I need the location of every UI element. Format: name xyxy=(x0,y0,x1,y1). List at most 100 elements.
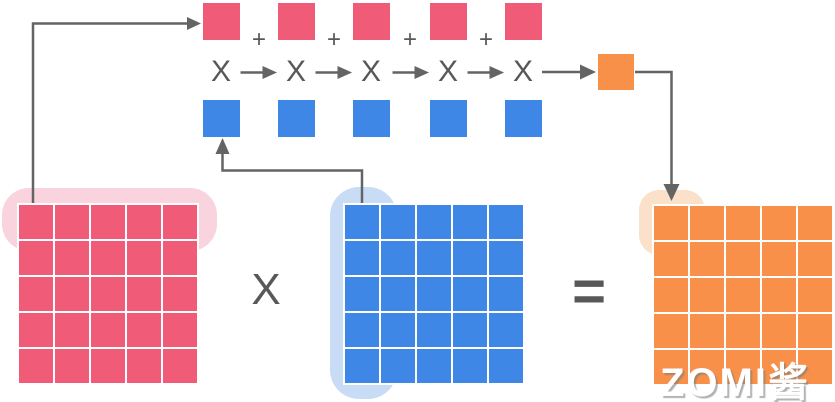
matrix-cell xyxy=(91,349,125,383)
matrix-cell xyxy=(163,277,197,311)
matrix-cell xyxy=(91,205,125,239)
left-matrix xyxy=(17,203,199,385)
matrix-cell xyxy=(762,278,796,312)
right-matrix xyxy=(343,203,525,385)
matrix-cell xyxy=(91,277,125,311)
matrix-cell xyxy=(127,205,161,239)
matrix-cell xyxy=(127,313,161,347)
step-arrowhead-icon xyxy=(414,66,429,79)
matrix-cell xyxy=(381,313,415,347)
row-element-square xyxy=(278,3,315,40)
matrix-cell xyxy=(762,350,796,384)
plus-operator: + xyxy=(402,26,418,53)
multiply-operator: X xyxy=(512,55,534,88)
matrix-cell xyxy=(91,241,125,275)
row-element-square xyxy=(430,3,467,40)
matrix-cell xyxy=(55,313,89,347)
matrix-cell xyxy=(127,241,161,275)
matrix-cell xyxy=(489,205,523,239)
result-element-square xyxy=(598,54,634,90)
result-to-matrix-arrow-line xyxy=(635,70,673,184)
matrix-cell xyxy=(345,277,379,311)
matrix-cell xyxy=(345,241,379,275)
matrix-cell xyxy=(690,314,724,348)
matrix-cell xyxy=(55,241,89,275)
column-to-term-arrowhead-icon xyxy=(215,138,230,154)
multiply-operator: X xyxy=(360,55,382,88)
multiply-operator: X xyxy=(210,55,232,88)
column-element-square xyxy=(505,100,542,137)
plus-operator: + xyxy=(478,26,494,53)
matrix-cell xyxy=(489,241,523,275)
matrix-cell xyxy=(417,241,451,275)
matrix-cell xyxy=(762,314,796,348)
matrix-cell xyxy=(345,205,379,239)
column-element-square xyxy=(353,100,390,137)
matrix-cell xyxy=(163,205,197,239)
plus-operator: + xyxy=(326,26,342,53)
matrix-cell xyxy=(345,349,379,383)
matrix-cell xyxy=(55,205,89,239)
matrix-cell xyxy=(127,277,161,311)
matrix-cell xyxy=(690,278,724,312)
matrix-cell xyxy=(91,313,125,347)
row-element-square xyxy=(505,3,542,40)
matrix-cell xyxy=(163,313,197,347)
matrix-cell xyxy=(55,277,89,311)
matrix-cell xyxy=(489,277,523,311)
matrix-cell xyxy=(690,242,724,276)
watermark-text: ZOMI酱 xyxy=(660,361,810,402)
row-to-term-arrowhead-icon xyxy=(187,17,201,30)
matrix-cell xyxy=(798,278,832,312)
matrix-cell xyxy=(798,242,832,276)
multiply-operator: X xyxy=(437,55,459,88)
matrix-multiply-operator: X xyxy=(251,265,281,314)
matrix-cell xyxy=(654,206,688,240)
column-element-square xyxy=(203,100,240,137)
matrix-cell xyxy=(762,206,796,240)
matrix-cell xyxy=(19,241,53,275)
matrix-cell xyxy=(726,350,760,384)
matrix-cell xyxy=(654,350,688,384)
matrix-cell xyxy=(381,205,415,239)
matrix-cell xyxy=(690,350,724,384)
matrix-cell xyxy=(762,242,796,276)
matrix-cell xyxy=(690,206,724,240)
matrix-cell xyxy=(417,277,451,311)
equals-operator: = xyxy=(572,259,606,324)
matrix-cell xyxy=(453,205,487,239)
matrix-cell xyxy=(453,241,487,275)
matrix-cell xyxy=(19,205,53,239)
matrix-cell xyxy=(127,349,161,383)
matrix-cell xyxy=(453,313,487,347)
matrix-cell xyxy=(489,349,523,383)
matrix-cell xyxy=(381,349,415,383)
matrix-cell xyxy=(798,350,832,384)
matrix-cell xyxy=(798,314,832,348)
result-matrix xyxy=(652,204,834,386)
row-element-square xyxy=(353,3,390,40)
matrix-cell xyxy=(798,206,832,240)
matrix-cell xyxy=(726,206,760,240)
matrix-cell xyxy=(417,349,451,383)
plus-operator: + xyxy=(251,26,267,53)
matrix-cell xyxy=(381,277,415,311)
column-element-square xyxy=(430,100,467,137)
matrix-cell xyxy=(163,241,197,275)
result-arrowhead-icon xyxy=(580,64,596,80)
matrix-cell xyxy=(654,314,688,348)
column-element-square xyxy=(278,100,315,137)
matrix-cell xyxy=(417,205,451,239)
row-to-term-arrow-line xyxy=(31,22,187,204)
matrix-cell xyxy=(726,314,760,348)
matrix-cell xyxy=(163,349,197,383)
matrix-cell xyxy=(654,278,688,312)
matrix-cell xyxy=(453,277,487,311)
matrix-cell xyxy=(726,242,760,276)
matrix-cell xyxy=(453,349,487,383)
matrix-cell xyxy=(19,313,53,347)
matrix-cell xyxy=(726,278,760,312)
matrix-cell xyxy=(654,242,688,276)
multiply-operator: X xyxy=(285,55,307,88)
matrix-cell xyxy=(417,313,451,347)
